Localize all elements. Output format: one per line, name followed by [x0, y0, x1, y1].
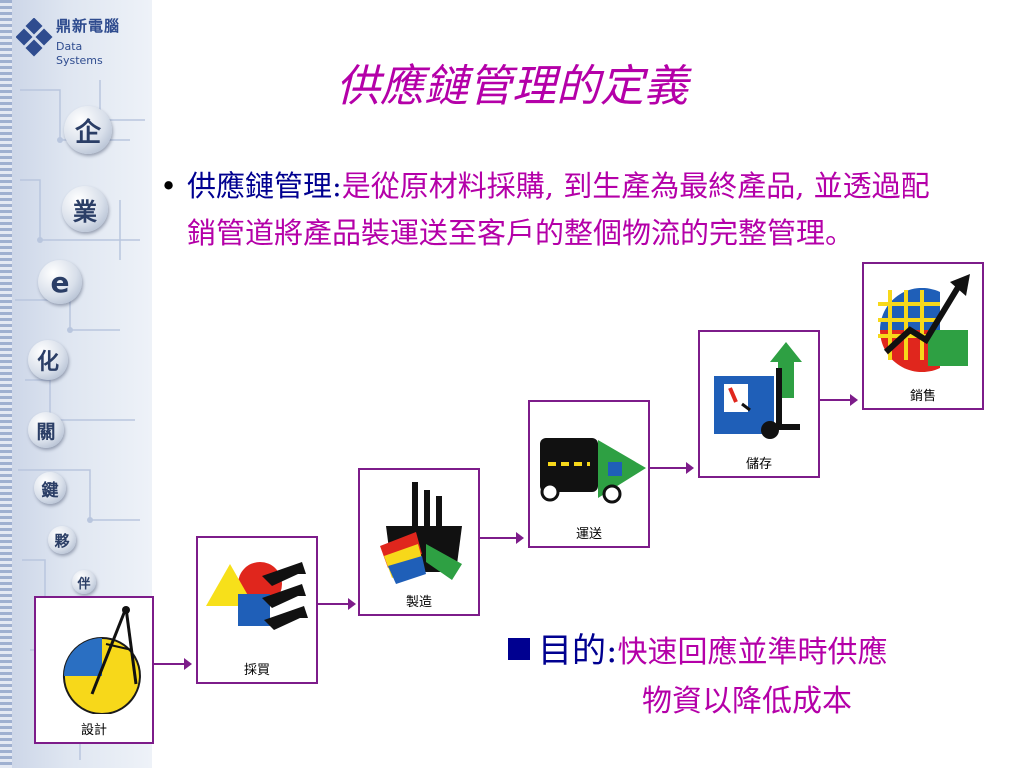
bullet-marker: •	[160, 169, 178, 203]
flow-arrow-5	[818, 394, 858, 406]
purpose-label: 目的:	[538, 631, 618, 671]
definition-label: 供應鏈管理:	[187, 169, 342, 203]
logo-diamond-icon	[16, 18, 53, 57]
flow-arrow-1	[152, 658, 192, 670]
purpose-square-marker	[508, 638, 530, 660]
step-box-shipping: 運送	[528, 400, 650, 548]
sales-chart-icon	[878, 274, 970, 373]
sidebar-badge-ban: 伴	[72, 570, 96, 594]
factory-icon	[380, 482, 462, 584]
step-label-storage: 儲存	[745, 457, 772, 472]
step-label-manufacture: 製造	[405, 595, 432, 610]
slide-title: 供應鏈管理的定義	[336, 61, 688, 112]
definition-bullet: • 供應鏈管理:是從原材料採購, 到生產為最終產品, 並透過配銷管道將產品裝運送…	[160, 163, 960, 257]
logo-english-name: Data Systems	[56, 40, 103, 67]
forklift-icon	[714, 342, 802, 439]
purpose-body-line1: 快速回應並準時供應	[617, 635, 888, 670]
purpose-body-line2: 物資以降低成本	[642, 684, 852, 719]
sidebar-badge-ye: 業	[62, 186, 108, 232]
purchase-shapes-icon	[206, 562, 308, 630]
flow-arrow-3	[478, 532, 524, 544]
definition-body: 是從原材料採購, 到生產為最終產品, 並透過配銷管道將產品裝運送至客戶的整個物流…	[187, 169, 930, 250]
flow-arrow-2	[316, 598, 356, 610]
flow-arrow-4	[648, 462, 694, 474]
logo-chinese-name: 鼎新電腦	[56, 17, 121, 35]
step-box-purchase: 採買	[196, 536, 318, 684]
sidebar-badge-guan: 關	[28, 412, 64, 448]
sidebar-badge-jian: 鍵	[34, 472, 66, 504]
step-label-purchase: 採買	[243, 663, 270, 678]
design-compass-icon	[62, 606, 141, 714]
step-label-sales: 銷售	[909, 389, 936, 404]
sidebar-badge-huo: 夥	[48, 526, 76, 554]
truck-icon	[540, 438, 646, 504]
step-box-design: 設計	[34, 596, 154, 744]
step-box-manufacture: 製造	[358, 468, 480, 616]
sidebar-badge-qi: 企	[64, 106, 112, 154]
purpose-section: 目的:快速回應並準時供應 物資以降低成本	[508, 626, 1008, 726]
step-label-shipping: 運送	[575, 527, 602, 542]
step-box-sales: 銷售	[862, 262, 984, 410]
sidebar-badge-hua: 化	[28, 340, 68, 380]
step-label-design: 設計	[80, 723, 107, 738]
step-box-storage: 儲存	[698, 330, 820, 478]
sidebar-badge-e: e	[38, 260, 82, 304]
company-logo: 鼎新電腦 Data Systems	[16, 14, 131, 70]
